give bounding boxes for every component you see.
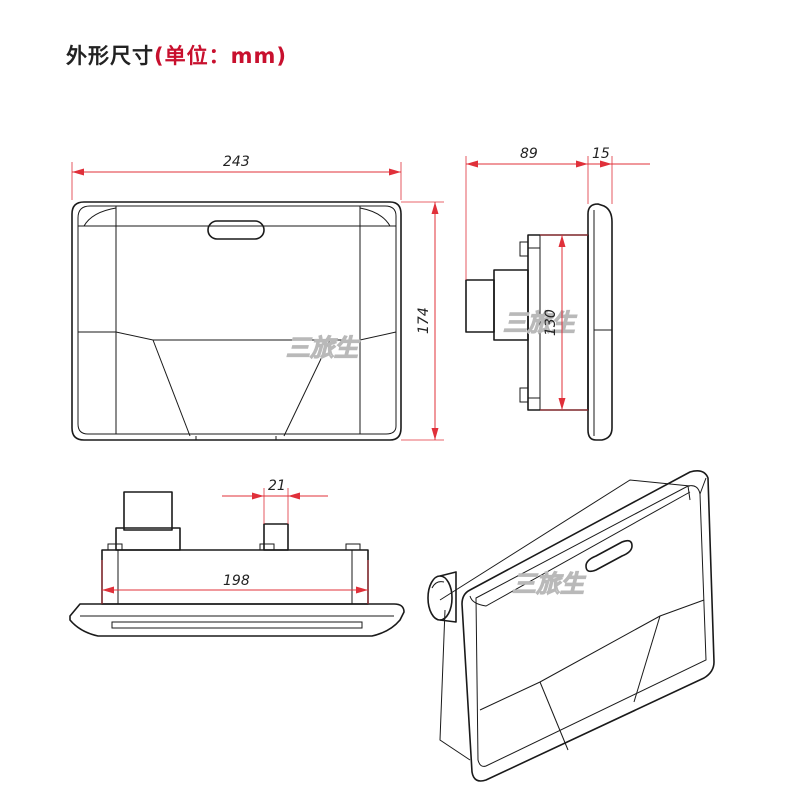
dim-side-inner-height: 130 (543, 309, 559, 336)
side-view: 三旅生 89 15 130 (465, 146, 650, 441)
title-main: 外形尺寸 (66, 44, 154, 68)
dim-side-depth: 89 (520, 146, 538, 162)
top-view: 198 21 (69, 478, 405, 637)
title-unit: (单位：mm) (154, 44, 287, 68)
dim-top-inner-width: 198 (223, 573, 250, 589)
front-watermark: 三旅生 (286, 334, 361, 362)
iso-watermark: 三旅生 (512, 570, 587, 598)
dim-front-width: 243 (223, 154, 250, 170)
isometric-view: 三旅生 (427, 470, 715, 782)
page-title: 外形尺寸(单位：mm) (66, 40, 287, 70)
front-view: 三旅生 243 174 (71, 154, 444, 441)
dim-side-flange: 15 (592, 146, 610, 162)
dim-front-height: 174 (416, 307, 432, 334)
side-watermark: 三旅生 (503, 309, 578, 337)
dim-top-connector-width: 21 (268, 478, 286, 494)
